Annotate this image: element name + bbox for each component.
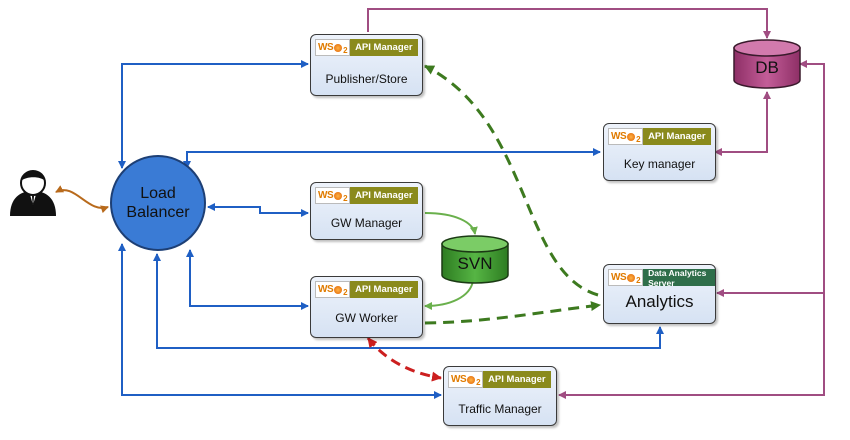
edge-keymanager-db — [714, 91, 771, 156]
edge-lb-keymanager — [183, 148, 601, 169]
svn-label: SVN — [457, 254, 493, 273]
db-label: DB — [755, 58, 779, 77]
edge-gwmanager-svn — [424, 212, 478, 235]
node-label: Key manager — [623, 157, 696, 171]
edge-gwworker-trafficmanager — [366, 337, 442, 382]
load-balancer-label-line2: Balancer — [126, 204, 190, 221]
edge-lb-publisher — [118, 60, 309, 169]
edge-publisher-db — [367, 8, 771, 39]
user-icon — [10, 170, 56, 216]
edge-lb-gwmanager — [207, 203, 309, 217]
product-badge: API Manager — [643, 128, 711, 145]
node-label: GW Manager — [330, 216, 403, 230]
edge-gwworker-analytics — [424, 301, 601, 325]
product-badge: API Manager — [350, 187, 418, 204]
product-badge: API Manager — [483, 371, 551, 388]
edge-svn-gwworker — [424, 280, 474, 310]
edge-db-trunk — [558, 60, 825, 399]
load-balancer[interactable]: Load Balancer — [110, 155, 206, 251]
product-badge: Data Analytics Server — [643, 268, 715, 288]
db-cylinder — [733, 39, 801, 89]
node-label: Analytics — [625, 292, 694, 311]
node-label: GW Worker — [335, 311, 398, 325]
product-badge: API Manager — [350, 39, 418, 56]
edge-user-lb — [55, 185, 109, 214]
load-balancer-label-line1: Load — [140, 185, 176, 202]
node-label: Publisher/Store — [325, 72, 408, 86]
edge-lb-trafficmanager — [118, 243, 442, 399]
product-badge: API Manager — [350, 281, 418, 298]
node-label: Traffic Manager — [458, 402, 542, 416]
edge-analytics-publisher — [424, 64, 599, 297]
edge-lb-gwworker — [186, 249, 309, 310]
svn-cylinder — [441, 235, 509, 284]
